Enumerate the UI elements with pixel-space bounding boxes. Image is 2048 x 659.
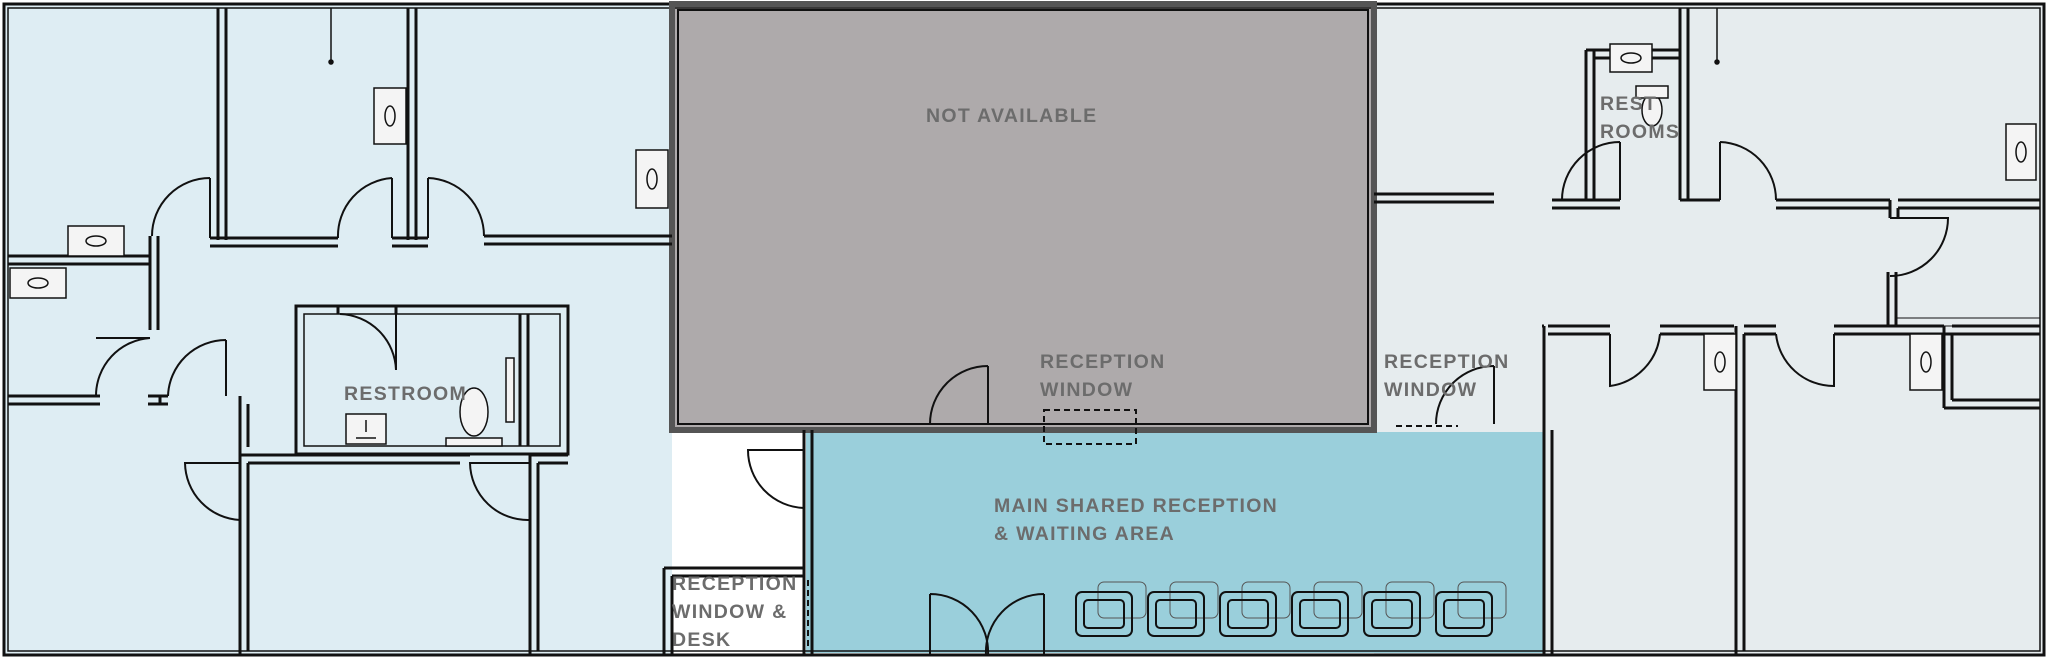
label-restroom-left: RESTROOM xyxy=(344,383,467,405)
door-swing xyxy=(151,177,211,238)
door-swing xyxy=(746,449,805,509)
label-reception-window-right-1: RECEPTION xyxy=(1384,351,1509,373)
reception-window-center xyxy=(1043,409,1137,445)
door-swing xyxy=(1561,141,1621,201)
sink-fixture xyxy=(1609,43,1653,73)
left-restroom-walls xyxy=(294,304,570,456)
label-main-shared-reception-1: MAIN SHARED RECEPTION xyxy=(994,495,1278,517)
sink-fixture xyxy=(9,267,67,299)
label-reception-desk-1: RECEPTION xyxy=(672,573,797,595)
label-main-shared-reception-2: & WAITING AREA xyxy=(994,523,1175,545)
sink-fixture xyxy=(635,149,669,209)
door-swing xyxy=(167,339,227,397)
door-swing xyxy=(1889,217,1950,277)
reception-windows xyxy=(807,409,1458,650)
door-swing xyxy=(984,592,1045,656)
door-swing xyxy=(929,365,989,425)
door-swing xyxy=(94,337,151,397)
sink-fixture xyxy=(373,87,407,145)
label-reception-desk-2: WINDOW & xyxy=(672,601,787,623)
label-reception-desk-3: DESK xyxy=(672,629,731,651)
door-swing xyxy=(1719,141,1777,201)
door-swing xyxy=(339,313,397,371)
waiting-chair xyxy=(1435,581,1507,637)
door-swing xyxy=(183,462,241,521)
waiting-chair xyxy=(1147,581,1219,637)
toilet-icon xyxy=(459,387,489,437)
sink-fixture xyxy=(1703,333,1737,391)
labels: NOT AVAILABLE RESTROOM REST ROOMS RECEPT… xyxy=(344,93,1680,651)
left-suite-area xyxy=(4,4,672,655)
sink-fixture xyxy=(1909,333,1943,391)
label-reception-window-center-2: WINDOW xyxy=(1040,379,1133,401)
doors xyxy=(94,141,1950,656)
label-not-available: NOT AVAILABLE xyxy=(926,105,1097,127)
fixtures xyxy=(9,8,2037,447)
zone-fills xyxy=(4,4,2044,655)
label-restrooms-right-1: REST xyxy=(1600,93,1657,115)
label-reception-window-center-1: RECEPTION xyxy=(1040,351,1165,373)
label-restrooms-right-2: ROOMS xyxy=(1600,121,1680,143)
door-swing xyxy=(468,462,531,522)
door-swing xyxy=(427,177,485,238)
waiting-chair xyxy=(1219,581,1291,637)
waiting-chair xyxy=(1291,581,1363,637)
sink-fixture xyxy=(2005,123,2037,181)
waiting-chairs xyxy=(1075,581,1507,637)
label-reception-window-right-2: WINDOW xyxy=(1384,379,1477,401)
shared-reception-area xyxy=(806,432,1544,653)
not-available-area xyxy=(672,4,1374,430)
sink-fixture xyxy=(67,225,125,257)
not-available-wall xyxy=(669,1,1377,433)
door-swing xyxy=(1435,365,1495,425)
waiting-chair xyxy=(1363,581,1435,637)
door-swing xyxy=(1609,333,1661,388)
door-swing xyxy=(336,177,393,239)
door-swing xyxy=(1775,333,1835,388)
waiting-chair xyxy=(1075,581,1147,637)
